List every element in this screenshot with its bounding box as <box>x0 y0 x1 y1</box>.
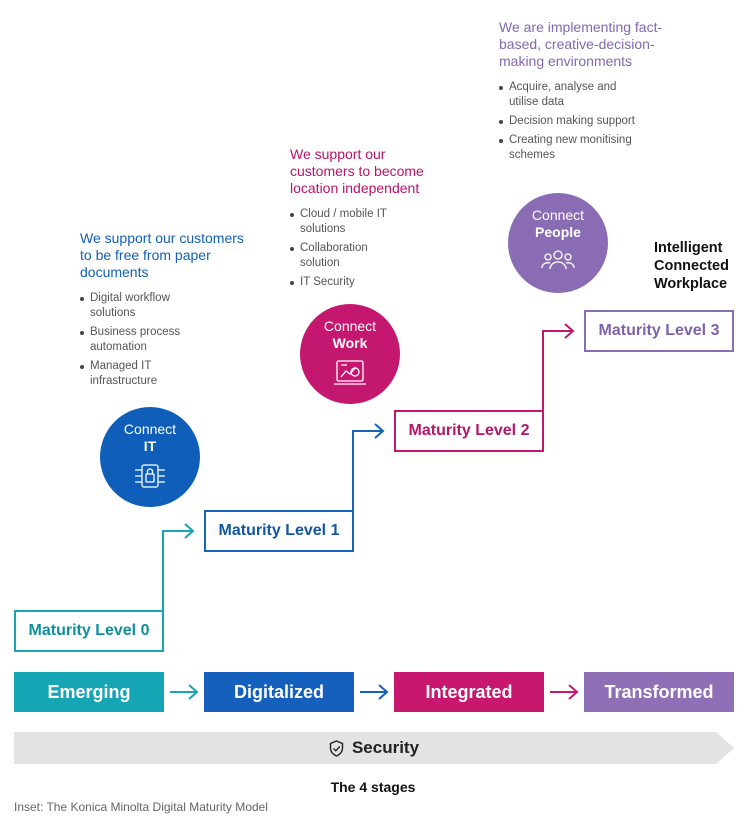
connect-work-bullets: Cloud / mobile IT solutions Collaboratio… <box>290 207 400 294</box>
inset-caption: Inset: The Konica Minolta Digital Maturi… <box>14 800 268 814</box>
connector-1-2 <box>352 430 382 510</box>
maturity-level-3-box: Maturity Level 3 <box>584 310 734 352</box>
connect-people-circle: Connect People <box>508 193 608 293</box>
end-label-line-2: Connected <box>654 258 729 274</box>
list-item: Business process automation <box>80 325 210 355</box>
connect-work-prefix: Connect <box>323 318 377 334</box>
stage-arrow-3 <box>550 684 579 700</box>
connect-work-heading: We support our customers to become locat… <box>290 146 424 196</box>
maturity-level-1-box: Maturity Level 1 <box>204 510 354 552</box>
stage-integrated: Integrated <box>394 672 544 712</box>
chip-lock-icon <box>135 464 165 488</box>
connect-work-circle: Connect Work <box>300 304 400 404</box>
arrowhead-0-1 <box>184 523 195 539</box>
connect-people-bullets: Acquire, analyse and utilise data Decisi… <box>499 80 639 167</box>
maturity-level-2-box: Maturity Level 2 <box>394 410 544 452</box>
list-item: IT Security <box>290 275 400 290</box>
connect-people-prefix: Connect <box>531 207 585 223</box>
people-group-icon <box>541 250 575 270</box>
list-item: Managed IT infrastructure <box>80 359 210 389</box>
stage-transformed: Transformed <box>584 672 734 712</box>
connect-it-prefix: Connect <box>123 421 177 437</box>
stage-digitalized: Digitalized <box>204 672 354 712</box>
security-label: Security <box>351 738 420 757</box>
connect-work-name: Work <box>332 335 368 351</box>
connector-2-3 <box>542 330 572 410</box>
list-item: Acquire, analyse and utilise data <box>499 80 639 110</box>
connect-it-circle: Connect IT <box>100 407 200 507</box>
monitor-chart-icon <box>334 360 366 385</box>
end-label-line-1: Intelligent <box>654 240 723 256</box>
stage-arrow-1 <box>170 684 199 700</box>
shield-check-icon <box>329 739 344 757</box>
arrowhead-1-2 <box>374 423 385 439</box>
security-banner: Security <box>14 732 734 764</box>
list-item: Creating new monitising schemes <box>499 133 639 163</box>
connect-it-heading: We support our customers to be free from… <box>80 230 244 280</box>
maturity-level-0-box: Maturity Level 0 <box>14 610 164 652</box>
stage-emerging: Emerging <box>14 672 164 712</box>
connector-0-1 <box>162 530 192 610</box>
arrowhead-2-3 <box>564 323 575 339</box>
connect-people-heading: We are implementing fact-based, creative… <box>499 19 663 69</box>
stages-caption: The 4 stages <box>330 779 416 795</box>
intelligent-connected-workplace-label: Intelligent Connected Workplace <box>654 239 746 293</box>
connect-it-name: IT <box>143 438 157 454</box>
list-item: Cloud / mobile IT solutions <box>290 207 400 237</box>
list-item: Collaboration solution <box>290 241 400 271</box>
end-label-line-3: Workplace <box>654 276 728 292</box>
connect-people-name: People <box>535 224 581 240</box>
security-bar <box>14 732 734 764</box>
stage-arrow-2 <box>360 684 389 700</box>
connect-it-bullets: Digital workflow solutions Business proc… <box>80 291 210 393</box>
list-item: Decision making support <box>499 114 639 129</box>
list-item: Digital workflow solutions <box>80 291 210 321</box>
